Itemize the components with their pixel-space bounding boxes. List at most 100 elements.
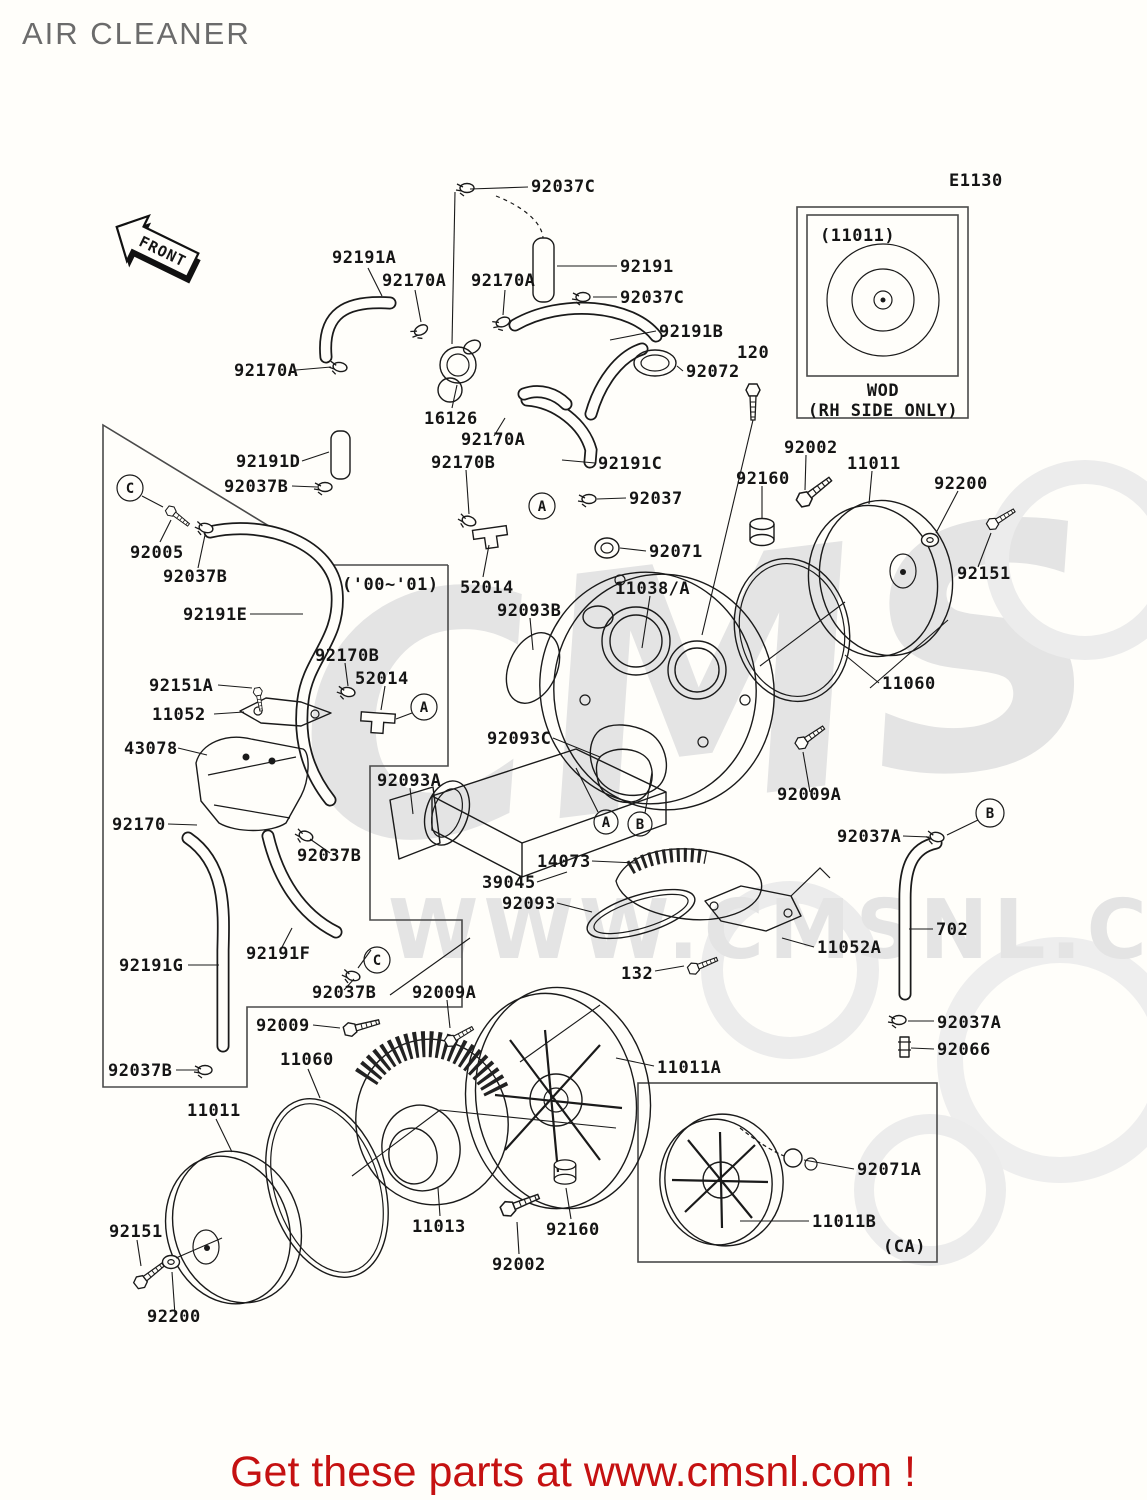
washer-92200-right [920, 532, 940, 548]
ref-circle-c: C [363, 946, 391, 974]
part-label: 92037A [837, 827, 901, 847]
part-label: 92191F [246, 944, 310, 964]
part-label: 92191B [659, 322, 723, 342]
part-label: 92037C [620, 288, 684, 308]
part-label: 92160 [546, 1220, 600, 1240]
part-label: 11060 [280, 1050, 334, 1070]
part-label: 92071A [857, 1160, 921, 1180]
inset-cover-box: (11011) WOD (RH SIDE ONLY) [796, 206, 969, 421]
backplate-and-element [164, 986, 652, 1305]
footer-link-text[interactable]: Get these parts at www.cmsnl.com ! [230, 1448, 916, 1496]
part-label: 92005 [130, 543, 184, 563]
part-label: 52014 [460, 578, 514, 598]
inset-note2: (RH SIDE ONLY) [808, 401, 958, 421]
california-backplate [659, 1113, 818, 1247]
part-label: 92191C [598, 454, 662, 474]
front-direction-arrow: FRONT [115, 213, 201, 284]
part-label: 92151 [109, 1222, 163, 1242]
part-label: 52014 [355, 669, 409, 689]
part-label: 16126 [424, 409, 478, 429]
part-label: 92037B [297, 846, 361, 866]
bolt-92151-left [131, 1258, 168, 1292]
bolt-120 [745, 383, 761, 421]
svg-text:A: A [602, 815, 611, 831]
ref-circle-b: B [975, 798, 1005, 828]
part-label: 92037B [108, 1061, 172, 1081]
part-label: 92191A [332, 248, 396, 268]
valve-92066 [898, 1036, 911, 1058]
ref-circle-a: A [593, 809, 619, 835]
part-label: 92071 [649, 542, 703, 562]
inset-ref-label: (11011) [820, 226, 895, 246]
right-cover-and-gasket [733, 499, 954, 703]
ref-circle-c: C [116, 474, 144, 502]
part-label: 92200 [147, 1307, 201, 1327]
part-label: 92002 [492, 1255, 546, 1275]
small-fasteners [131, 182, 1018, 1292]
part-label: 92072 [686, 362, 740, 382]
svg-text:C: C [126, 481, 134, 497]
part-label: 92191G [119, 956, 183, 976]
bolt-92002-bottom [498, 1188, 543, 1220]
ref-circle-a: A [410, 693, 438, 721]
tube-92191 [532, 237, 555, 303]
part-label: 92037B [224, 477, 288, 497]
part-label: 43078 [124, 739, 178, 759]
part-label: 92037B [163, 567, 227, 587]
part-label: 92009A [412, 983, 476, 1003]
part-label: 39045 [482, 873, 536, 893]
bolt-92009 [341, 1014, 382, 1039]
brackets-and-airbox [195, 697, 831, 932]
part-label: 92160 [736, 469, 790, 489]
part-label: 11011 [847, 454, 901, 474]
bracket-11052a [704, 885, 802, 932]
bracket-11052 [239, 697, 332, 727]
part-label: 11011B [812, 1212, 876, 1232]
leader-lines [136, 186, 992, 1316]
grommet-92071 [594, 537, 620, 559]
part-label: 92037B [312, 983, 376, 1003]
svg-text:A: A [538, 499, 547, 515]
part-label: 92170B [431, 453, 495, 473]
part-label: 11052 [152, 705, 206, 725]
part-label: 702 [936, 920, 968, 940]
variant-label: ('00~'01) [342, 575, 439, 595]
part-label: 92170A [234, 361, 298, 381]
part-label: 92170B [315, 646, 379, 666]
gasket-11060-right [733, 557, 851, 703]
part-label: 92191 [620, 257, 674, 277]
part-label: 92200 [934, 474, 988, 494]
diagram-code: E1130 [949, 171, 1003, 191]
part-label: 92009 [256, 1016, 310, 1036]
part-label: 92009A [777, 785, 841, 805]
gasket-11060-left [265, 1098, 389, 1278]
part-label: 11011A [657, 1058, 721, 1078]
panel-92093a [389, 786, 441, 860]
ref-circles: A A A B B C C [116, 474, 1005, 974]
part-label: 92002 [784, 438, 838, 458]
dashed-routing-line [495, 195, 544, 239]
part-label: 132 [621, 964, 653, 984]
ca-variant-label: (CA) [883, 1237, 926, 1257]
part-label: 92151A [149, 676, 213, 696]
inset-note1: WOD [867, 381, 899, 401]
intake-duct-assembly [389, 632, 763, 940]
part-label: 92093A [377, 771, 441, 791]
backplate-11011a [474, 986, 652, 1210]
clamp-92072 [633, 349, 677, 377]
svg-text:B: B [636, 817, 644, 833]
part-label: 92066 [937, 1040, 991, 1060]
part-label: 11011 [187, 1101, 241, 1121]
part-label: 14073 [537, 852, 591, 872]
svg-text:A: A [420, 700, 429, 716]
part-label: 92170A [471, 271, 535, 291]
valve-16126 [437, 339, 482, 403]
cover-11011-right [818, 499, 954, 657]
bolt-92009a-left [442, 1022, 477, 1050]
part-number-labels: 92037C 92191 92037C 92191B 120 92072 921… [108, 177, 1011, 1327]
part-label: 92151 [957, 564, 1011, 584]
element-11013 [355, 1038, 509, 1206]
part-label: 92170 [112, 815, 166, 835]
